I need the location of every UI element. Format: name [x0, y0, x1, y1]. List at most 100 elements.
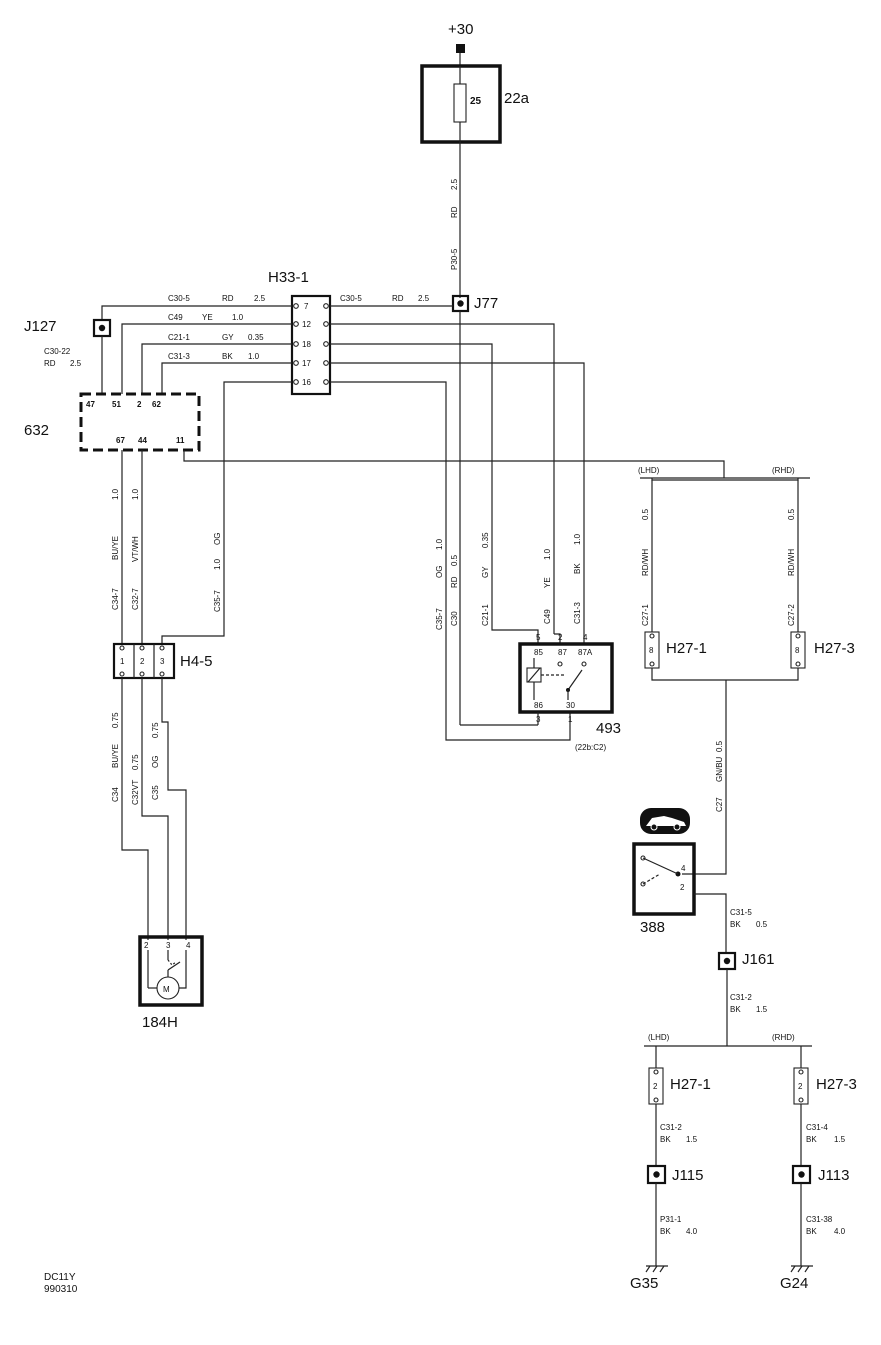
svg-text:0.75: 0.75	[131, 754, 140, 770]
svg-text:388: 388	[640, 919, 665, 936]
svg-text:DC11Y: DC11Y	[44, 1272, 76, 1283]
svg-text:H27-3: H27-3	[816, 1076, 857, 1093]
svg-text:C31-3: C31-3	[573, 602, 582, 624]
svg-text:67: 67	[116, 436, 125, 445]
svg-text:BK: BK	[573, 563, 582, 574]
svg-text:C30-5: C30-5	[168, 294, 190, 303]
svg-text:BU/YE: BU/YE	[111, 536, 120, 560]
svg-text:85: 85	[534, 648, 543, 657]
switch-388	[632, 842, 696, 916]
svg-text:VT: VT	[131, 780, 140, 790]
svg-text:2: 2	[137, 400, 142, 409]
svg-text:184H: 184H	[142, 1014, 178, 1031]
car-trunk-icon	[640, 808, 690, 834]
svg-text:11: 11	[176, 436, 185, 445]
svg-text:1.0: 1.0	[111, 488, 120, 500]
svg-text:990310: 990310	[44, 1284, 78, 1295]
svg-text:C30: C30	[450, 611, 459, 626]
svg-text:RD: RD	[450, 576, 459, 588]
svg-text:(LHD): (LHD)	[648, 1033, 670, 1042]
svg-text:1: 1	[568, 715, 573, 724]
svg-text:C27: C27	[715, 797, 724, 812]
svg-text:RD: RD	[450, 206, 459, 218]
svg-text:2: 2	[798, 1082, 803, 1091]
svg-text:4: 4	[681, 864, 686, 873]
svg-text:87A: 87A	[578, 648, 593, 657]
svg-text:0.5: 0.5	[787, 508, 796, 520]
svg-text:86: 86	[534, 701, 543, 710]
svg-text:2.5: 2.5	[418, 294, 430, 303]
svg-text:C32: C32	[131, 790, 140, 805]
svg-text:7: 7	[304, 302, 309, 311]
svg-text:BK: BK	[222, 352, 233, 361]
svg-text:C21-1: C21-1	[168, 333, 190, 342]
svg-text:C49: C49	[168, 313, 183, 322]
svg-text:2: 2	[140, 657, 145, 666]
svg-text:BK: BK	[730, 1005, 741, 1014]
svg-text:4: 4	[583, 633, 588, 642]
svg-text:RD: RD	[222, 294, 234, 303]
svg-text:C31-3: C31-3	[168, 352, 190, 361]
svg-text:P31-1: P31-1	[660, 1215, 682, 1224]
svg-text:30: 30	[566, 701, 575, 710]
fuse-box-22a	[420, 64, 502, 144]
svg-text:0.35: 0.35	[248, 333, 264, 342]
svg-text:3: 3	[166, 941, 171, 950]
supply-terminal	[456, 44, 465, 53]
module-632	[79, 392, 201, 452]
svg-text:RD/WH: RD/WH	[787, 549, 796, 576]
fuse-id: 22a	[504, 90, 530, 107]
svg-text:632: 632	[24, 422, 49, 439]
fuse-element	[453, 83, 467, 123]
svg-text:GN/BU: GN/BU	[715, 756, 724, 782]
ground-icon	[645, 1265, 668, 1273]
svg-text:0.5: 0.5	[450, 554, 459, 566]
svg-text:RD: RD	[392, 294, 404, 303]
svg-text:44: 44	[138, 436, 147, 445]
ground-icon	[790, 1265, 813, 1273]
svg-text:2.5: 2.5	[254, 294, 266, 303]
svg-text:2: 2	[144, 941, 149, 950]
svg-text:4.0: 4.0	[686, 1227, 698, 1236]
svg-text:OG: OG	[151, 756, 160, 768]
svg-text:2.5: 2.5	[70, 359, 82, 368]
svg-text:1: 1	[120, 657, 125, 666]
svg-text:C32-7: C32-7	[131, 588, 140, 610]
svg-text:BU/YE: BU/YE	[111, 744, 120, 768]
svg-text:BK: BK	[660, 1135, 671, 1144]
supply-label: +30	[448, 21, 473, 38]
svg-text:4: 4	[186, 941, 191, 950]
svg-text:G35: G35	[630, 1275, 658, 1292]
svg-text:12: 12	[302, 320, 311, 329]
svg-text:2.5: 2.5	[450, 178, 459, 190]
svg-text:0.5: 0.5	[756, 920, 768, 929]
svg-text:VT/WH: VT/WH	[131, 536, 140, 562]
svg-text:C31-2: C31-2	[730, 993, 752, 1002]
svg-text:(22b:C2): (22b:C2)	[575, 743, 606, 752]
svg-text:18: 18	[302, 340, 311, 349]
svg-text:1.5: 1.5	[756, 1005, 768, 1014]
svg-text:J113: J113	[818, 1167, 849, 1184]
svg-text:RD/WH: RD/WH	[641, 549, 650, 576]
svg-text:C35-7: C35-7	[435, 608, 444, 630]
svg-text:M: M	[163, 985, 170, 994]
svg-text:16: 16	[302, 378, 311, 387]
svg-text:C30-22: C30-22	[44, 347, 71, 356]
svg-text:G24: G24	[780, 1275, 808, 1292]
svg-text:J161: J161	[742, 951, 775, 968]
svg-text:BK: BK	[806, 1227, 817, 1236]
svg-text:YE: YE	[543, 577, 552, 588]
svg-text:H27-1: H27-1	[670, 1076, 711, 1093]
svg-text:1.0: 1.0	[131, 488, 140, 500]
svg-text:GY: GY	[481, 566, 490, 578]
svg-text:(RHD): (RHD)	[772, 1033, 795, 1042]
svg-text:493: 493	[596, 720, 621, 737]
svg-text:C34: C34	[111, 787, 120, 802]
svg-text:GY: GY	[222, 333, 234, 342]
svg-text:J127: J127	[24, 318, 57, 335]
svg-text:C49: C49	[543, 609, 552, 624]
svg-text:51: 51	[112, 400, 121, 409]
connector-h4-5	[112, 642, 176, 680]
svg-text:2: 2	[680, 883, 685, 892]
